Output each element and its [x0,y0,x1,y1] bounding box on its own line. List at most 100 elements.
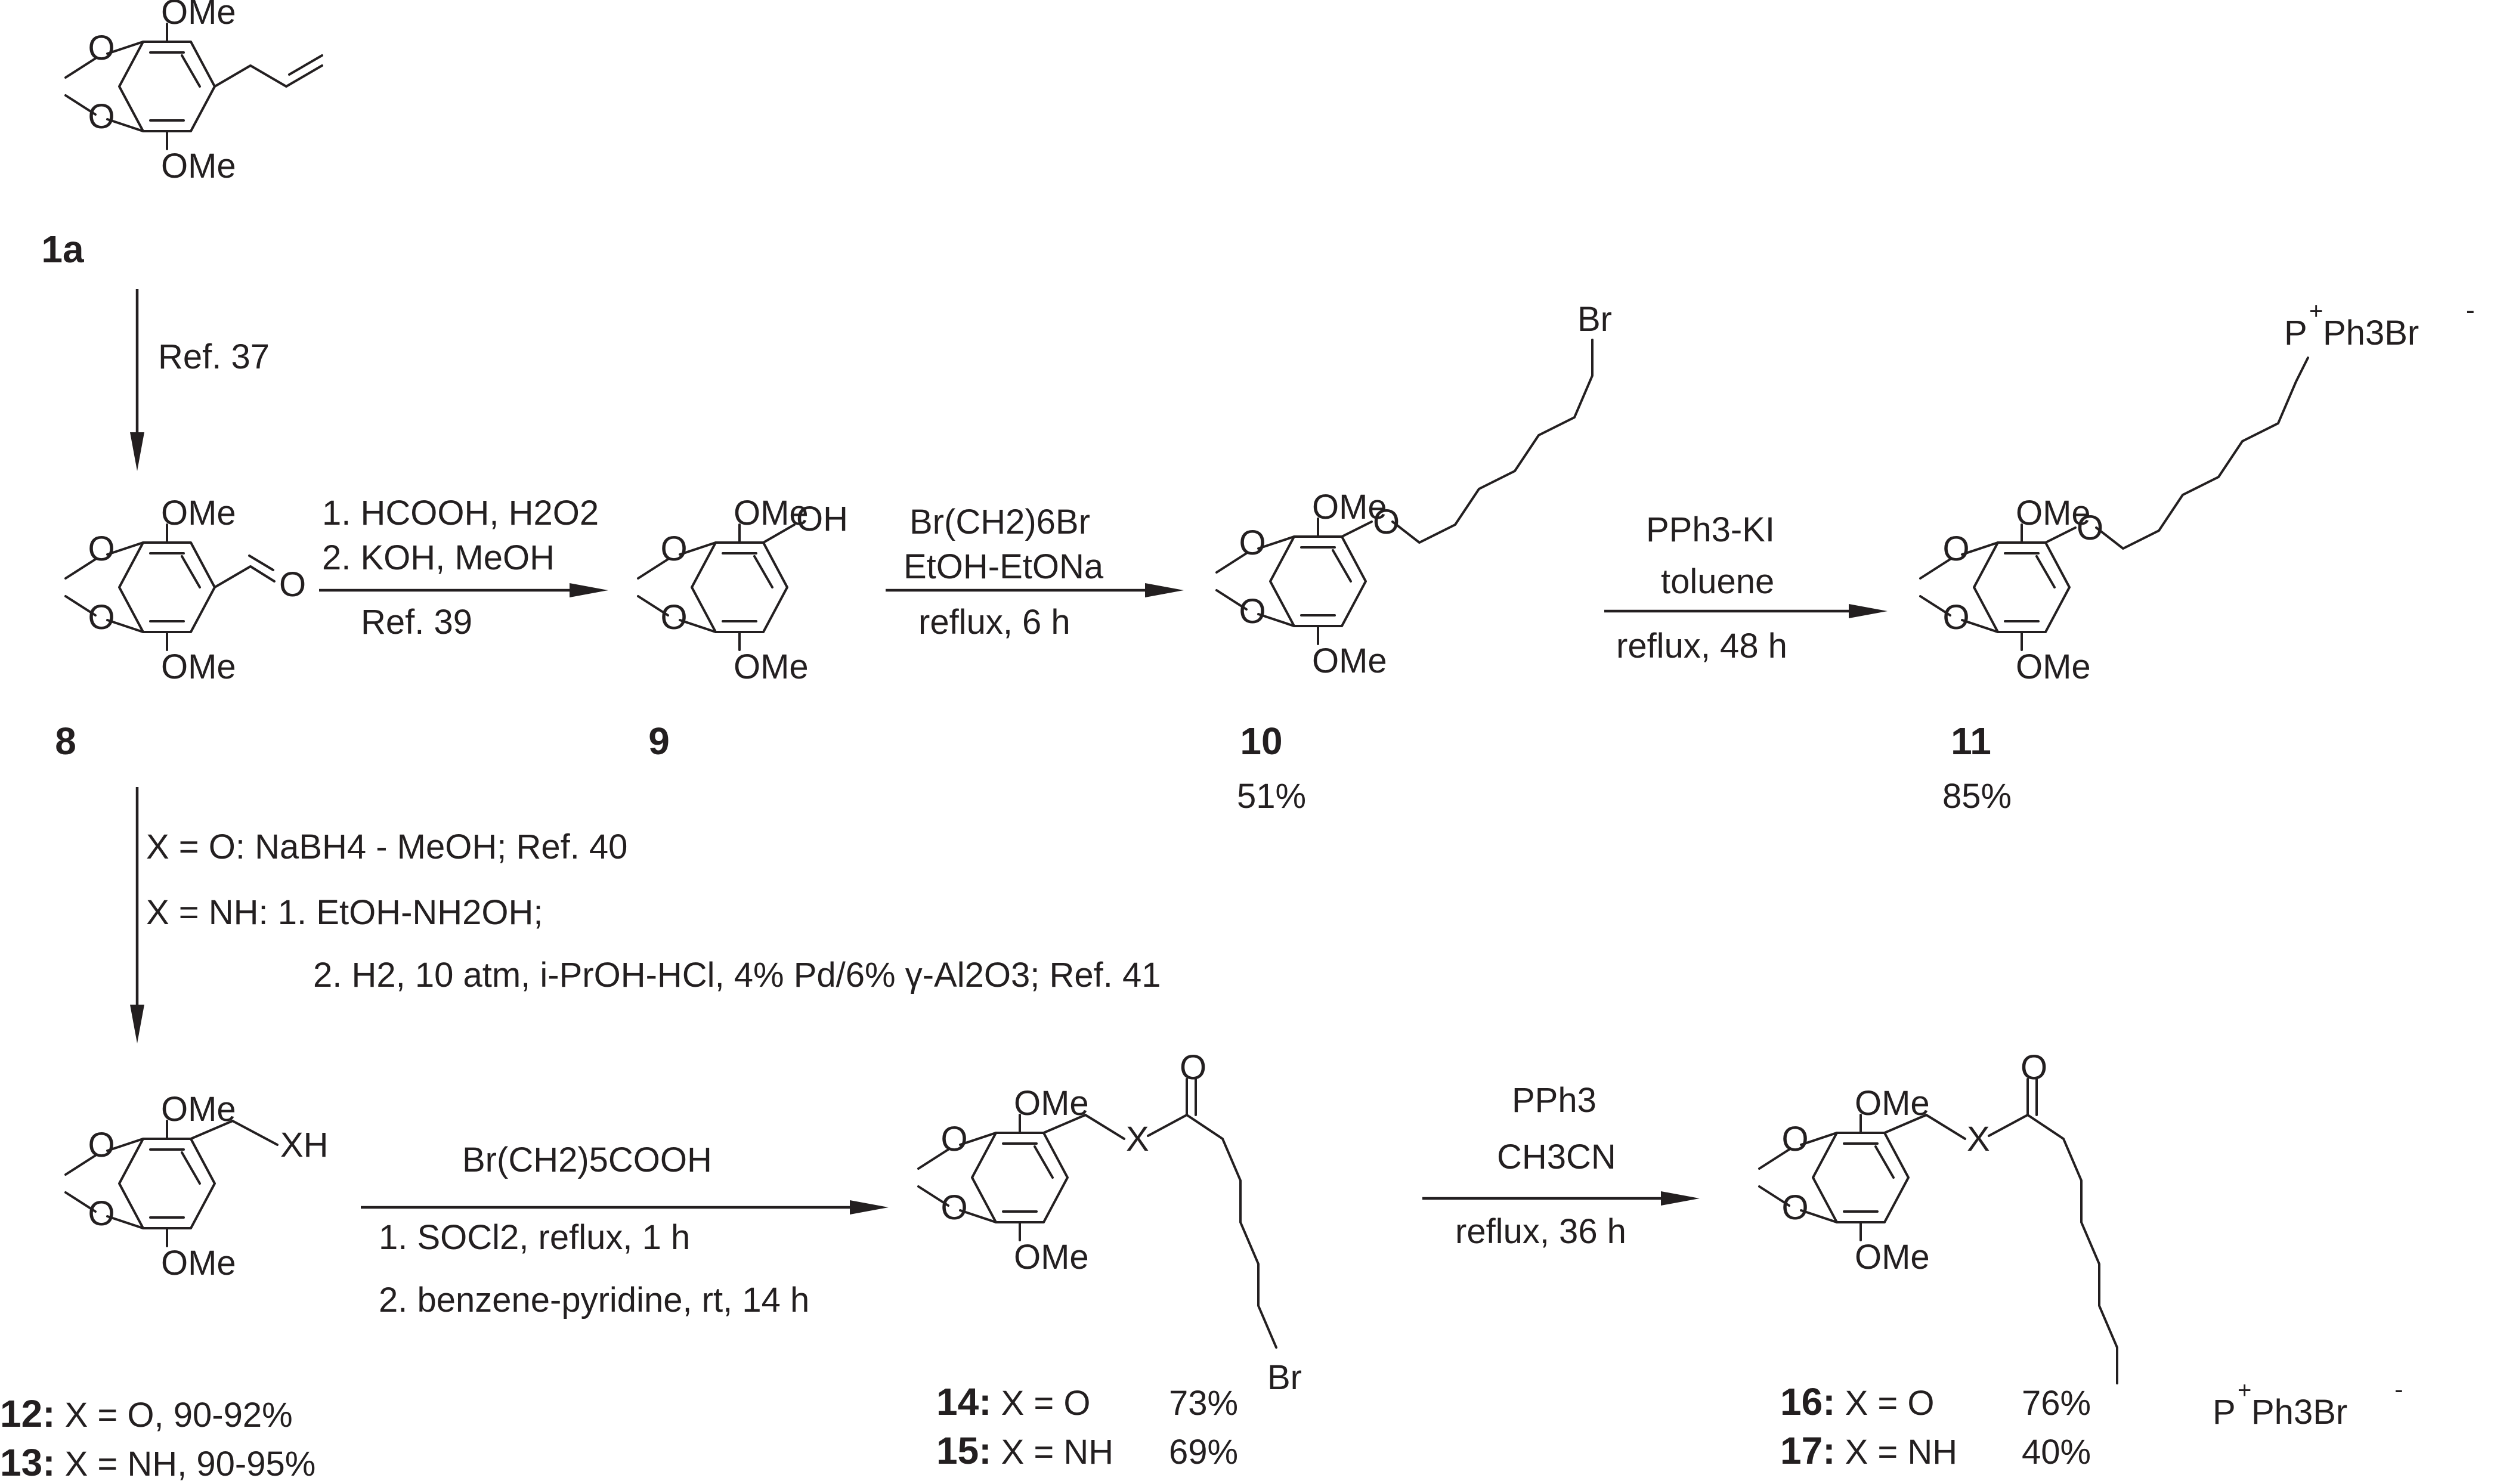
arrow-8-to-9 [319,583,608,597]
compound-9-hydroxyl: OH [796,500,848,538]
compound-14-15-bonds [917,1078,1277,1349]
compound-16-17-carbonyl-o: O [2021,1048,2047,1087]
compound-13-text: X = NH, 90-95% [55,1445,316,1483]
condition-8-12-line1: X = O: NaBH4 - MeOH; Ref. 40 [146,828,627,866]
compound-10-ome-bottom: OMe [1312,642,1387,680]
compound-17-id: 17: [1780,1429,1836,1472]
compound-16-17-ring-o-bottom: O [1781,1188,1808,1227]
condition-8-9-line2: 2. KOH, MeOH [322,538,555,577]
compound-14-15-ome-bottom: OMe [1014,1238,1089,1277]
compound-14-15-ring-o-top: O [940,1120,967,1158]
compound-11-ph3br: Ph3Br [2323,314,2419,352]
compound-11-ring-o-top: O [1942,529,1969,568]
compound-16-17-ome-bottom: OMe [1855,1238,1930,1277]
arrow-10-to-11 [1604,604,1888,618]
compound-9-ome-bottom: OMe [734,647,809,686]
condition-12-14-line1: Br(CH2)5COOH [462,1141,712,1179]
compound-11-yield: 85% [1942,777,2012,816]
compound-1a-ome-top: OMe [161,0,236,32]
compound-17-label: 17: X = NH [1780,1429,1957,1472]
condition-14-16-line1: PPh3 [1512,1081,1596,1120]
compound-9-ring-o-bottom: O [660,598,687,637]
compound-13-label: 13: X = NH, 90-95% [0,1441,315,1484]
compound-14-id: 14: [936,1380,992,1423]
condition-14-16-line3: reflux, 36 h [1455,1212,1626,1251]
compound-12-13-xh: XH [280,1126,329,1164]
compound-16-text: X = O [1836,1384,1935,1423]
compound-16-17: O O OMe OMe X O [1758,1048,2118,1384]
compound-14-yield: 73% [1169,1384,1238,1423]
compound-8-ome-bottom: OMe [161,647,236,686]
compound-14-15-x: X [1126,1120,1149,1158]
compound-8-ring-o-bottom: O [88,598,115,637]
compound-12-13-bonds [64,1120,279,1247]
compound-8-carbonyl-o: O [279,565,306,604]
compound-10-ome-top: OMe [1312,488,1387,526]
compound-10-ring-o-top: O [1239,523,1266,562]
compound-8-ring-o-top: O [88,529,115,568]
arrow-8-to-12 [130,787,144,1043]
compound-11-ome-bottom: OMe [2016,647,2091,686]
compound-8-bonds [64,523,276,651]
arrow-9-to-10 [886,583,1184,597]
condition-9-10-line1: Br(CH2)6Br [909,503,1090,541]
condition-8-12-line2: X = NH: 1. EtOH-NH2OH; [146,893,543,932]
compound-10: O O OMe OMe O Br [1215,300,1612,680]
compound-16-17-phosphorus: P [2213,1393,2236,1432]
arrow-12-to-14 [361,1200,889,1215]
compound-11: O O OMe OMe O [1919,357,2309,686]
compound-12-13-ring-o-top: O [88,1126,115,1164]
compound-8-label: 8 [55,720,76,763]
condition-10-11-line2: toluene [1661,562,1774,601]
compound-9-bonds [637,523,796,651]
compound-1a-ring-o-bottom: O [88,97,115,136]
condition-1a-8: Ref. 37 [158,337,270,376]
compound-9-label: 9 [648,720,670,763]
compound-12-label: 12: X = O, 90-92% [0,1392,293,1435]
compound-1a: O O OMe OMe 1a [41,0,323,271]
compound-10-ether-o: O [1373,503,1400,541]
condition-10-11-line3: reflux, 48 h [1616,627,1787,665]
arrow-14-to-16 [1422,1191,1700,1206]
compound-15-text: X = NH [992,1433,1114,1471]
compound-14-15-ring-o-bottom: O [940,1188,967,1227]
compound-14-15-ome-top: OMe [1014,1084,1089,1123]
compound-17-text: X = NH [1836,1433,1958,1471]
condition-8-9-line1: 1. HCOOH, H2O2 [322,494,599,532]
compound-16-17-bonds [1758,1078,2118,1384]
compound-1a-label: 1a [41,228,84,271]
compound-12-13: O O OMe OMe XH [64,1090,329,1282]
compound-8: O O OMe OMe O [64,494,306,686]
compound-14-text: X = O [992,1384,1091,1423]
compound-16-label: 16: X = O [1780,1380,1935,1423]
condition-10-11-line1: PPh3-KI [1646,510,1775,549]
compound-12-13-ring-o-bottom: O [88,1194,115,1233]
compound-1a-ome-bottom: OMe [161,147,236,185]
condition-8-12-line3: 2. H2, 10 atm, i-PrOH-HCl, 4% Pd/6% γ-Al… [313,956,1161,995]
condition-9-10-line3: reflux, 6 h [918,603,1070,642]
compound-10-bonds [1215,339,1594,645]
compound-12-id: 12: [0,1392,55,1435]
compound-12-13-ome-top: OMe [161,1090,236,1129]
compound-1a-ring-o-top: O [88,29,115,67]
compound-11-ome-top: OMe [2016,494,2091,532]
compound-12-13-ome-bottom: OMe [161,1244,236,1282]
compound-14-15-carbonyl-o: O [1180,1048,1206,1087]
compound-10-bromine: Br [1577,300,1612,339]
compound-17-yield: 40% [2022,1433,2091,1471]
compound-11-minus: - [2466,296,2475,325]
compound-11-ring-o-bottom: O [1942,598,1969,637]
compound-8-ome-top: OMe [161,494,236,532]
compound-11-plus: + [2309,298,2323,324]
compound-10-yield: 51% [1237,777,1306,816]
condition-12-14-line2: 1. SOCl2, reflux, 1 h [379,1218,690,1257]
compound-15-id: 15: [936,1429,992,1472]
compound-10-label: 10 [1240,720,1282,763]
compound-16-id: 16: [1780,1380,1836,1423]
compound-16-17-minus: - [2394,1375,2403,1404]
compound-16-17-plus: + [2238,1377,2251,1404]
compound-16-17-x: X [1967,1120,1990,1158]
arrow-1a-to-8 [130,289,144,471]
compound-9-ome-top: OMe [734,494,809,532]
